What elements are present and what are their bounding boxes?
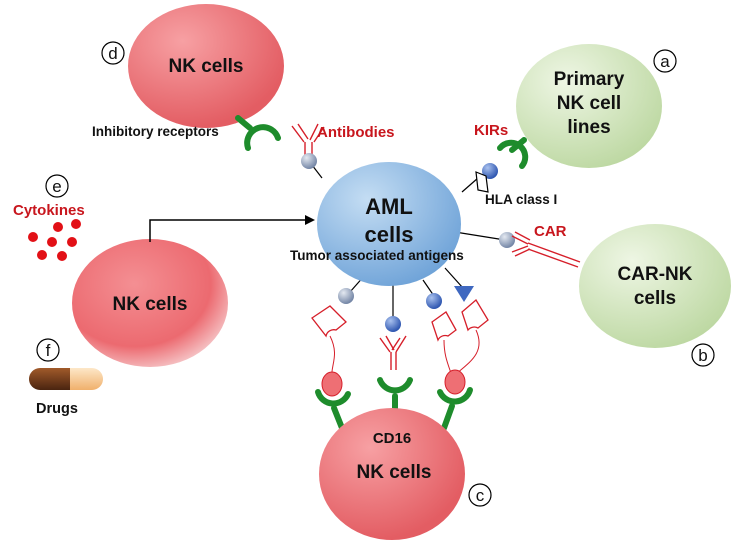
hla-class-label: HLA class I <box>485 192 557 207</box>
antibodies-label: Antibodies <box>317 124 395 141</box>
letter-f-badge <box>36 338 60 362</box>
nk-cell-middle-label: NK cells <box>113 294 188 315</box>
letter-b-badge <box>691 343 715 367</box>
inhibitory-receptors-label: Inhibitory receptors <box>92 124 219 139</box>
fc-region-right <box>444 369 466 395</box>
car-receptor-icon <box>511 231 581 268</box>
nk-cell-top-label: NK cells <box>169 56 244 77</box>
antigen-bottom-center-icon <box>385 316 401 332</box>
nk-cell-bottom <box>319 408 465 540</box>
aml-label-line2: cells <box>365 222 414 247</box>
antibody-bottom-icon <box>379 335 407 370</box>
tumor-antigens-label: Tumor associated antigens <box>290 248 464 263</box>
cd16-receptor-center <box>377 377 413 394</box>
fab-fragment-right1 <box>431 311 457 342</box>
primary-nk-cell-lines <box>516 44 662 168</box>
nk-cell-top <box>128 4 284 128</box>
aml-label-line1: AML <box>365 194 413 219</box>
activation-arrow <box>149 215 315 242</box>
cd16-receptors <box>315 377 473 431</box>
letter-e-badge <box>45 174 69 198</box>
cytokine-dot <box>28 232 38 242</box>
antigen-top-icon <box>301 153 317 169</box>
fc-region-left <box>321 371 343 397</box>
cd16-label: CD16 <box>373 430 411 447</box>
cytokine-dot <box>53 222 63 232</box>
inhibitory-receptor-icon <box>235 115 281 151</box>
cytokine-dot <box>37 250 47 260</box>
fab-fragment-right2 <box>461 299 489 332</box>
kirs-label: KIRs <box>474 122 508 139</box>
drugs-label: Drugs <box>36 401 78 417</box>
hla-molecule-icon <box>475 171 489 193</box>
cytokine-dot <box>67 237 77 247</box>
kir-receptor-icon <box>497 137 529 169</box>
antigen-bottom-right-icon <box>426 293 442 309</box>
car-nk-label-line1: CAR-NK <box>618 264 693 285</box>
cytokine-dot <box>57 251 67 261</box>
car-nk-label-line2: cells <box>634 288 676 309</box>
primary-label-line3: lines <box>567 117 610 138</box>
cytokine-dot <box>47 237 57 247</box>
drug-capsule-icon <box>29 368 103 390</box>
antibody-fragments <box>311 299 489 342</box>
cd16-receptor-left <box>315 389 351 407</box>
cytokines-label: Cytokines <box>13 202 85 219</box>
primary-label-line1: Primary <box>554 69 625 90</box>
antigen-triangle-icon <box>454 286 474 302</box>
cytokine-dot <box>71 219 81 229</box>
hla-antigen-icon <box>482 163 498 179</box>
letter-f: f <box>46 341 51 360</box>
letter-d-badge <box>101 41 125 65</box>
cd16-receptor-right <box>437 387 473 405</box>
letter-b: b <box>698 346 707 365</box>
letter-d: d <box>108 44 117 63</box>
letter-c: c <box>476 486 485 505</box>
nk-cell-bottom-label: NK cells <box>357 462 432 483</box>
letter-c-badge <box>468 483 492 507</box>
letter-a-badge <box>653 49 677 73</box>
antigen-bottom-left-icon <box>338 288 354 304</box>
car-nk-cell <box>579 224 731 348</box>
letter-a: a <box>660 52 670 71</box>
cytokine-dots <box>28 219 81 261</box>
primary-label-line2: NK cell <box>557 93 621 114</box>
aml-cell <box>317 162 461 286</box>
fab-fragment-left <box>311 305 347 338</box>
car-antigen-icon <box>499 232 515 248</box>
car-label: CAR <box>534 223 567 240</box>
letter-e: e <box>52 177 61 196</box>
nk-cell-middle <box>72 239 228 367</box>
